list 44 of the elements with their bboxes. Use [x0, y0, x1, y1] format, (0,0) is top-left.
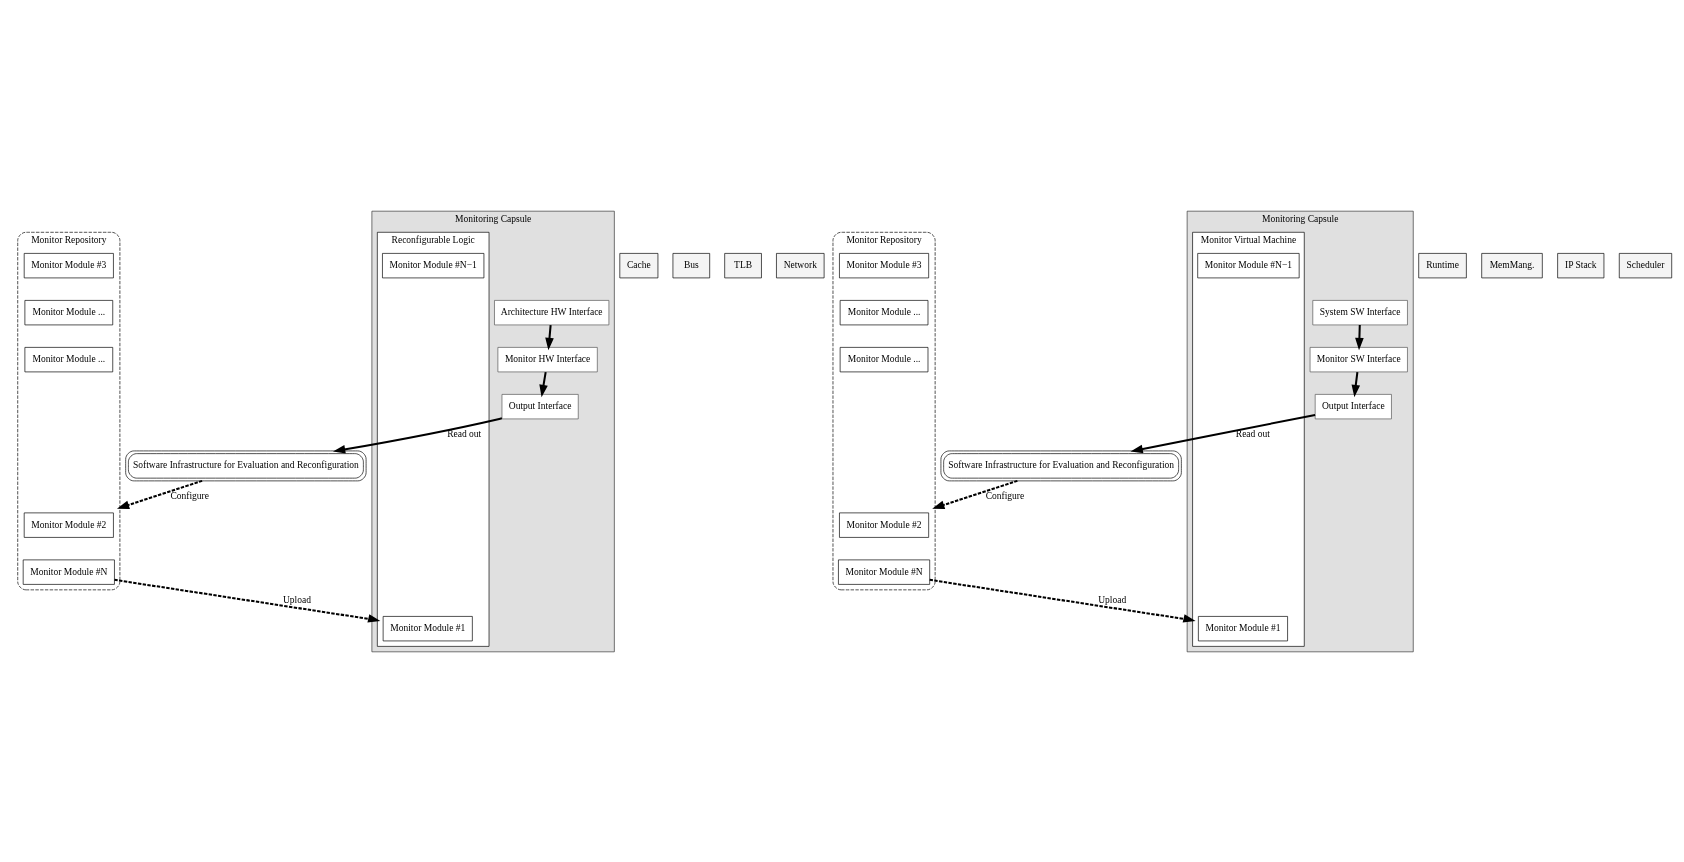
node-box: MemMang. — [1481, 252, 1543, 278]
edge-label: Upload — [1098, 594, 1127, 605]
node-box: Scheduler — [1618, 252, 1673, 278]
node-box: Monitor Module #2 — [23, 512, 114, 538]
node-box: Monitor HW Interface — [497, 346, 598, 372]
node-box: Bus — [672, 252, 711, 278]
node-box: Output Interface — [1314, 393, 1392, 419]
node-box: Monitor Module #3 — [839, 252, 929, 278]
node-box: System SW Interface — [1312, 299, 1408, 325]
node-box: Monitor Module #1 — [382, 615, 473, 641]
arrow — [114, 578, 381, 623]
node-box: Monitor Module #2 — [839, 512, 929, 538]
node-box: IP Stack — [1557, 252, 1605, 278]
arrow — [1351, 371, 1361, 397]
edge-label: Read out — [1235, 428, 1270, 439]
node-box: Monitor Module #N — [838, 559, 931, 585]
node-box: Architecture HW Interface — [494, 299, 610, 325]
arrow — [545, 324, 554, 350]
node-box: Monitor Module ... — [839, 299, 929, 325]
node-box: Monitor Module ... — [24, 299, 114, 325]
node-box: Monitor Module #1 — [1198, 615, 1288, 641]
arrow — [1130, 413, 1316, 453]
arrow — [1355, 324, 1364, 350]
arrow — [332, 416, 503, 454]
arrow — [116, 479, 203, 509]
node-box: Runtime — [1418, 252, 1467, 278]
arrow — [539, 371, 548, 397]
edge-label: Read out — [447, 428, 482, 439]
node-box: Monitor Module #N — [22, 559, 115, 585]
node-box: Monitor Module #N−1 — [382, 252, 485, 278]
edge-label: Configure — [985, 490, 1025, 501]
arrow — [929, 578, 1196, 623]
node-box: Cache — [619, 252, 659, 278]
edge-label: Configure — [170, 490, 209, 501]
arrow — [932, 479, 1018, 509]
node-box: TLB — [724, 252, 762, 278]
node-box: Monitor Module ... — [839, 346, 929, 372]
edge-label: Upload — [282, 594, 311, 605]
node-box: Monitor Module ... — [24, 346, 114, 372]
node-box: Monitor Module #3 — [23, 252, 114, 278]
node-box: Network — [776, 252, 825, 278]
node-box: Output Interface — [501, 393, 579, 419]
node-box: Monitor SW Interface — [1309, 346, 1408, 372]
node-box: Monitor Module #N−1 — [1197, 252, 1300, 278]
